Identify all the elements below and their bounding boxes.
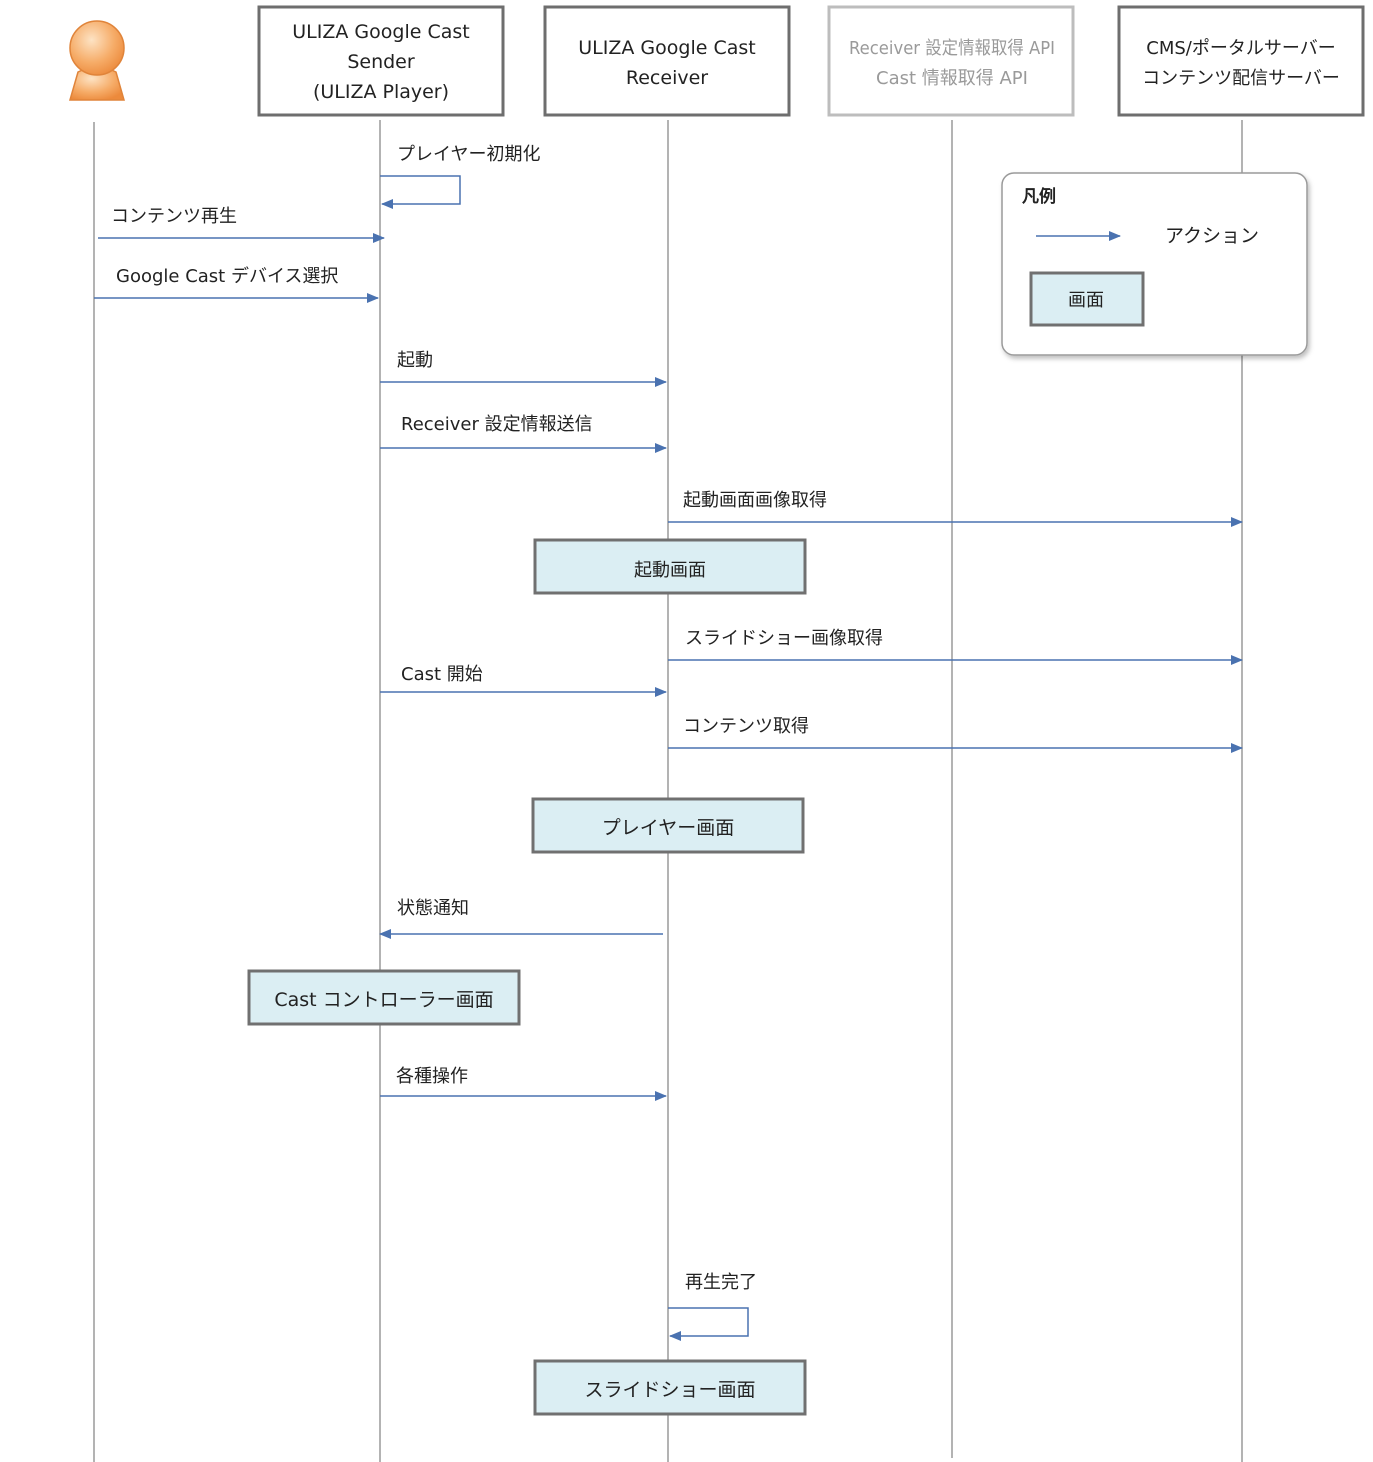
participant-receiver-line-2: Receiver <box>626 67 708 89</box>
message-label: スライドショー画像取得 <box>685 628 883 649</box>
message-label: 再生完了 <box>685 1272 757 1293</box>
participant-sender-line-1: ULIZA Google Cast <box>292 21 469 43</box>
message-label: 起動 <box>397 350 433 371</box>
messages: プレイヤー初期化 コンテンツ再生 Google Cast デバイス選択 起動 R… <box>94 144 1243 1341</box>
screens: 起動画面 プレイヤー画面 Cast コントローラー画面 スライドショー画面 <box>247 538 807 1416</box>
legend-action-label: アクション <box>1165 225 1259 247</box>
legend-screen-label: 画面 <box>1068 290 1104 311</box>
screen-label: 起動画面 <box>634 560 706 581</box>
message-label: 各種操作 <box>396 1066 468 1087</box>
participant-cms-line-1: CMS/ポータルサーバー <box>1146 38 1335 59</box>
participant-sender-line-3: (ULIZA Player) <box>313 81 449 103</box>
screen-label: Cast コントローラー画面 <box>274 989 493 1011</box>
user-icon <box>69 20 125 101</box>
participant-api: Receiver 設定情報取得 API Cast 情報取得 API <box>827 5 1075 117</box>
screen-label: プレイヤー画面 <box>602 817 734 839</box>
message-label: 起動画面画像取得 <box>683 490 827 511</box>
screen-box: プレイヤー画面 <box>531 797 805 854</box>
screen-label: スライドショー画面 <box>584 1379 755 1401</box>
message-label: プレイヤー初期化 <box>397 144 540 165</box>
participant-api-line-2: Cast 情報取得 API <box>876 68 1028 89</box>
participant-cms: CMS/ポータルサーバー コンテンツ配信サーバー <box>1117 5 1365 117</box>
participant-cms-line-2: コンテンツ配信サーバー <box>1142 68 1340 89</box>
screen-box: Cast コントローラー画面 <box>247 969 521 1026</box>
participant-receiver-line-1: ULIZA Google Cast <box>578 37 755 59</box>
legend-title: 凡例 <box>1022 186 1056 207</box>
message-label: 状態通知 <box>397 898 469 919</box>
message-label: コンテンツ再生 <box>111 206 237 227</box>
message-label: コンテンツ取得 <box>683 716 809 737</box>
participant-sender-line-2: Sender <box>347 51 415 73</box>
legend-screen-box <box>1029 271 1145 327</box>
message-label: Google Cast デバイス選択 <box>116 266 338 287</box>
legend: 凡例 アクション 画面 <box>1001 172 1308 356</box>
screen-box: スライドショー画面 <box>533 1359 807 1416</box>
message-label: Cast 開始 <box>401 664 483 685</box>
message-arrow <box>668 1307 749 1341</box>
screen-box: 起動画面 <box>533 538 807 595</box>
participant-sender: ULIZA Google Cast Sender (ULIZA Player) <box>257 5 505 117</box>
message-arrow <box>380 175 461 209</box>
participant-api-line-1: Receiver 設定情報取得 API <box>849 38 1055 59</box>
participant-receiver: ULIZA Google Cast Receiver <box>543 5 791 117</box>
message-label: Receiver 設定情報送信 <box>401 414 593 435</box>
